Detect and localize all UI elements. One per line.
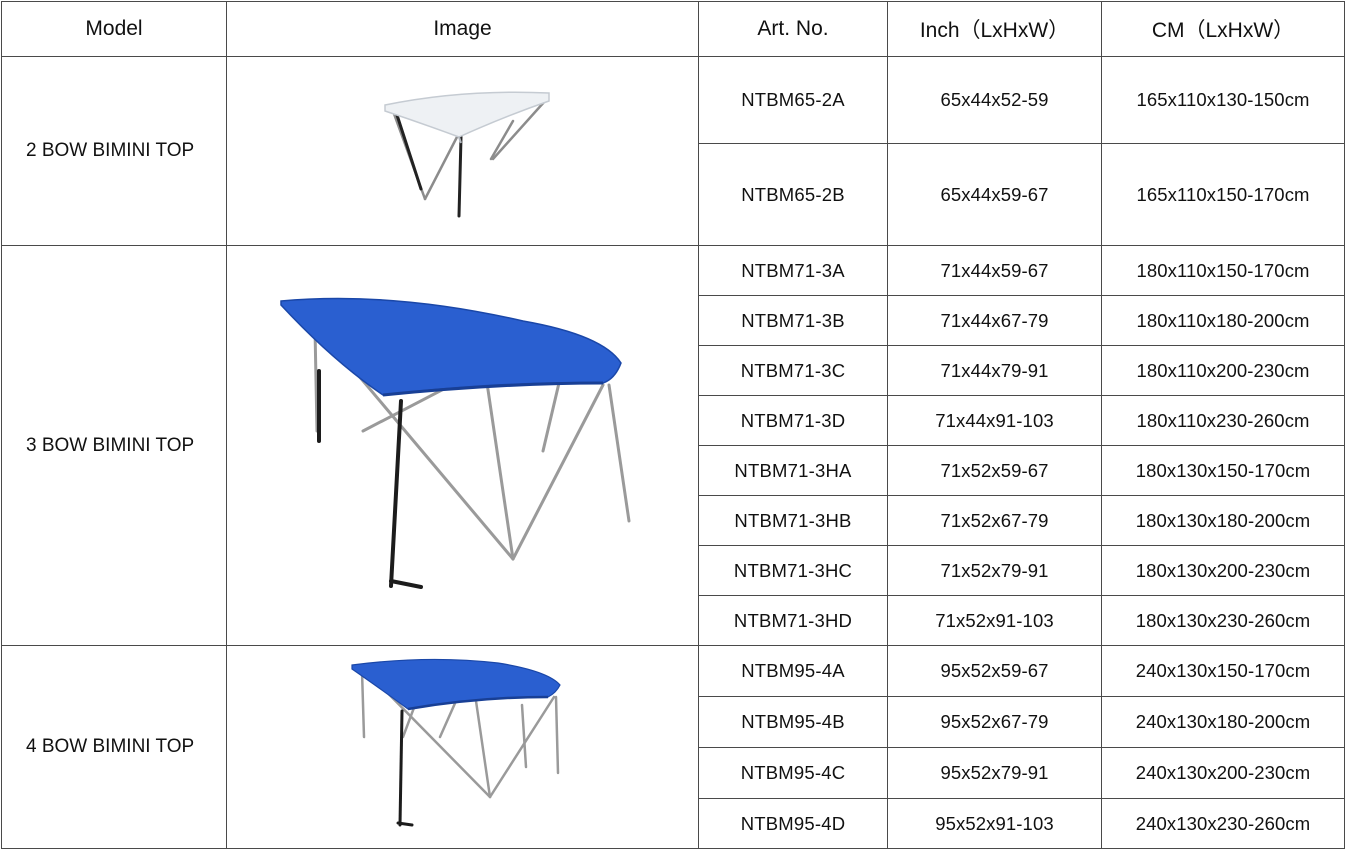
art-no-cell: NTBM95-4C <box>698 747 888 799</box>
cm-cell: 165x110x130-150cm <box>1101 56 1345 144</box>
art-no-cell: NTBM71-3HD <box>698 595 888 646</box>
table-row: NTBM71-3HD 71x52x91-103 180x130x230-260c… <box>2 595 1345 646</box>
table-row: NTBM95-4C 95x52x79-91 240x130x200-230cm <box>2 747 1345 799</box>
art-no-cell: NTBM71-3HB <box>698 495 888 546</box>
table-row: NTBM71-3HC 71x52x79-91 180x130x200-230cm <box>2 545 1345 596</box>
model-cell-2-bow: 2 BOW BIMINI TOP <box>1 56 227 246</box>
art-no-cell: NTBM71-3HA <box>698 445 888 496</box>
cm-cell: 180x130x230-260cm <box>1101 595 1345 646</box>
inch-cell: 95x52x91-103 <box>887 798 1102 849</box>
art-no-cell: NTBM65-2B <box>698 143 888 246</box>
product-image-4-bow <box>226 645 699 849</box>
cm-cell: 180x110x150-170cm <box>1101 245 1345 296</box>
inch-cell: 95x52x67-79 <box>887 696 1102 748</box>
cm-cell: 180x110x180-200cm <box>1101 295 1345 346</box>
model-cell-4-bow: 4 BOW BIMINI TOP <box>1 645 227 849</box>
header-model: Model <box>1 1 227 57</box>
art-no-cell: NTBM95-4B <box>698 696 888 748</box>
table-row: NTBM71-3C 71x44x79-91 180x110x200-230cm <box>2 345 1345 396</box>
header-art-no: Art. No. <box>698 1 888 57</box>
art-no-cell: NTBM95-4D <box>698 798 888 849</box>
inch-cell: 95x52x79-91 <box>887 747 1102 799</box>
table-row: NTBM95-4B 95x52x67-79 240x130x180-200cm <box>2 696 1345 748</box>
inch-cell: 95x52x59-67 <box>887 645 1102 697</box>
art-no-cell: NTBM95-4A <box>698 645 888 697</box>
cm-cell: 240x130x180-200cm <box>1101 696 1345 748</box>
cm-cell: 180x130x150-170cm <box>1101 445 1345 496</box>
table-row: NTBM71-3D 71x44x91-103 180x110x230-260cm <box>2 395 1345 446</box>
cm-cell: 240x130x150-170cm <box>1101 645 1345 697</box>
art-no-cell: NTBM65-2A <box>698 56 888 144</box>
table-row: NTBM71-3HA 71x52x59-67 180x130x150-170cm <box>2 445 1345 496</box>
table-row: NTBM65-2B 65x44x59-67 165x110x150-170cm <box>2 143 1345 246</box>
cm-cell: 180x130x200-230cm <box>1101 545 1345 596</box>
product-image-2-bow <box>226 56 699 246</box>
inch-cell: 71x44x59-67 <box>887 245 1102 296</box>
table-row: 2 BOW BIMINI TOP N <box>1 56 1345 246</box>
blue-3-bow-bimini-top-photo-icon <box>279 297 630 589</box>
product-image-3-bow <box>226 245 699 646</box>
inch-cell: 65x44x52-59 <box>887 56 1102 144</box>
inch-cell: 71x52x79-91 <box>887 545 1102 596</box>
inch-cell: 71x52x67-79 <box>887 495 1102 546</box>
cm-cell: 240x130x200-230cm <box>1101 747 1345 799</box>
table-row: 4 BOW BIMINI TOP <box>1 645 1345 849</box>
table-row: NTBM71-3HB 71x52x67-79 180x130x180-200cm <box>2 495 1345 546</box>
cm-cell: 180x130x180-200cm <box>1101 495 1345 546</box>
header-image: Image <box>226 1 699 57</box>
header-inch: Inch（LxHxW） <box>887 1 1102 57</box>
inch-cell: 71x44x79-91 <box>887 345 1102 396</box>
inch-cell: 71x44x67-79 <box>887 295 1102 346</box>
table-row: 3 BOW BIMINI TOP <box>1 245 1345 646</box>
cm-cell: 165x110x150-170cm <box>1101 143 1345 246</box>
art-no-cell: NTBM71-3D <box>698 395 888 446</box>
art-no-cell: NTBM71-3B <box>698 295 888 346</box>
art-no-cell: NTBM71-3A <box>698 245 888 296</box>
cm-cell: 240x130x230-260cm <box>1101 798 1345 849</box>
art-no-cell: NTBM71-3C <box>698 345 888 396</box>
inch-cell: 71x44x91-103 <box>887 395 1102 446</box>
inch-cell: 65x44x59-67 <box>887 143 1102 246</box>
cm-cell: 180x110x200-230cm <box>1101 345 1345 396</box>
blue-4-bow-bimini-top-photo-icon <box>350 658 561 827</box>
table-row: NTBM95-4D 95x52x91-103 240x130x230-260cm <box>2 798 1345 849</box>
header-cm: CM（LxHxW） <box>1101 1 1345 57</box>
white-2-bow-bimini-top-photo-icon <box>383 91 550 218</box>
cm-cell: 180x110x230-260cm <box>1101 395 1345 446</box>
art-no-cell: NTBM71-3HC <box>698 545 888 596</box>
model-cell-3-bow: 3 BOW BIMINI TOP <box>1 245 227 646</box>
inch-cell: 71x52x59-67 <box>887 445 1102 496</box>
inch-cell: 71x52x91-103 <box>887 595 1102 646</box>
header-row: Model Image Art. No. Inch（LxHxW） CM（LxHx… <box>1 1 1345 57</box>
